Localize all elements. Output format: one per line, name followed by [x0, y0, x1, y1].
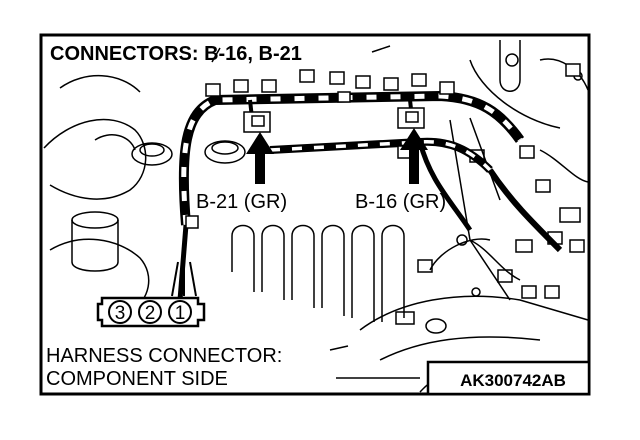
caption-line-1: HARNESS CONNECTOR: — [46, 345, 282, 367]
arrow-up-icon — [400, 128, 428, 184]
figure-code-box — [426, 360, 591, 396]
figure-code: AK300742AB — [460, 371, 566, 390]
diagram-frame — [39, 33, 591, 396]
pin-label: 2 — [145, 303, 156, 324]
connector-b16 — [397, 107, 428, 184]
pin-2 — [138, 300, 162, 324]
label-b21: B-21 (GR) — [196, 191, 287, 213]
pin-3 — [108, 300, 132, 324]
arrow-up-icon — [246, 132, 274, 184]
connector-b21 — [243, 111, 274, 184]
label-b16: B-16 (GR) — [355, 191, 446, 213]
caption-line-2: COMPONENT SIDE — [46, 368, 228, 390]
pin-label: 3 — [115, 303, 126, 324]
engine-artwork — [43, 40, 589, 393]
harness-connector-face: 3 2 1 — [96, 261, 206, 328]
pin-1 — [168, 300, 192, 324]
pin-label: 1 — [175, 303, 186, 324]
diagram-title: CONNECTORS: B-16, B-21 — [50, 43, 302, 65]
